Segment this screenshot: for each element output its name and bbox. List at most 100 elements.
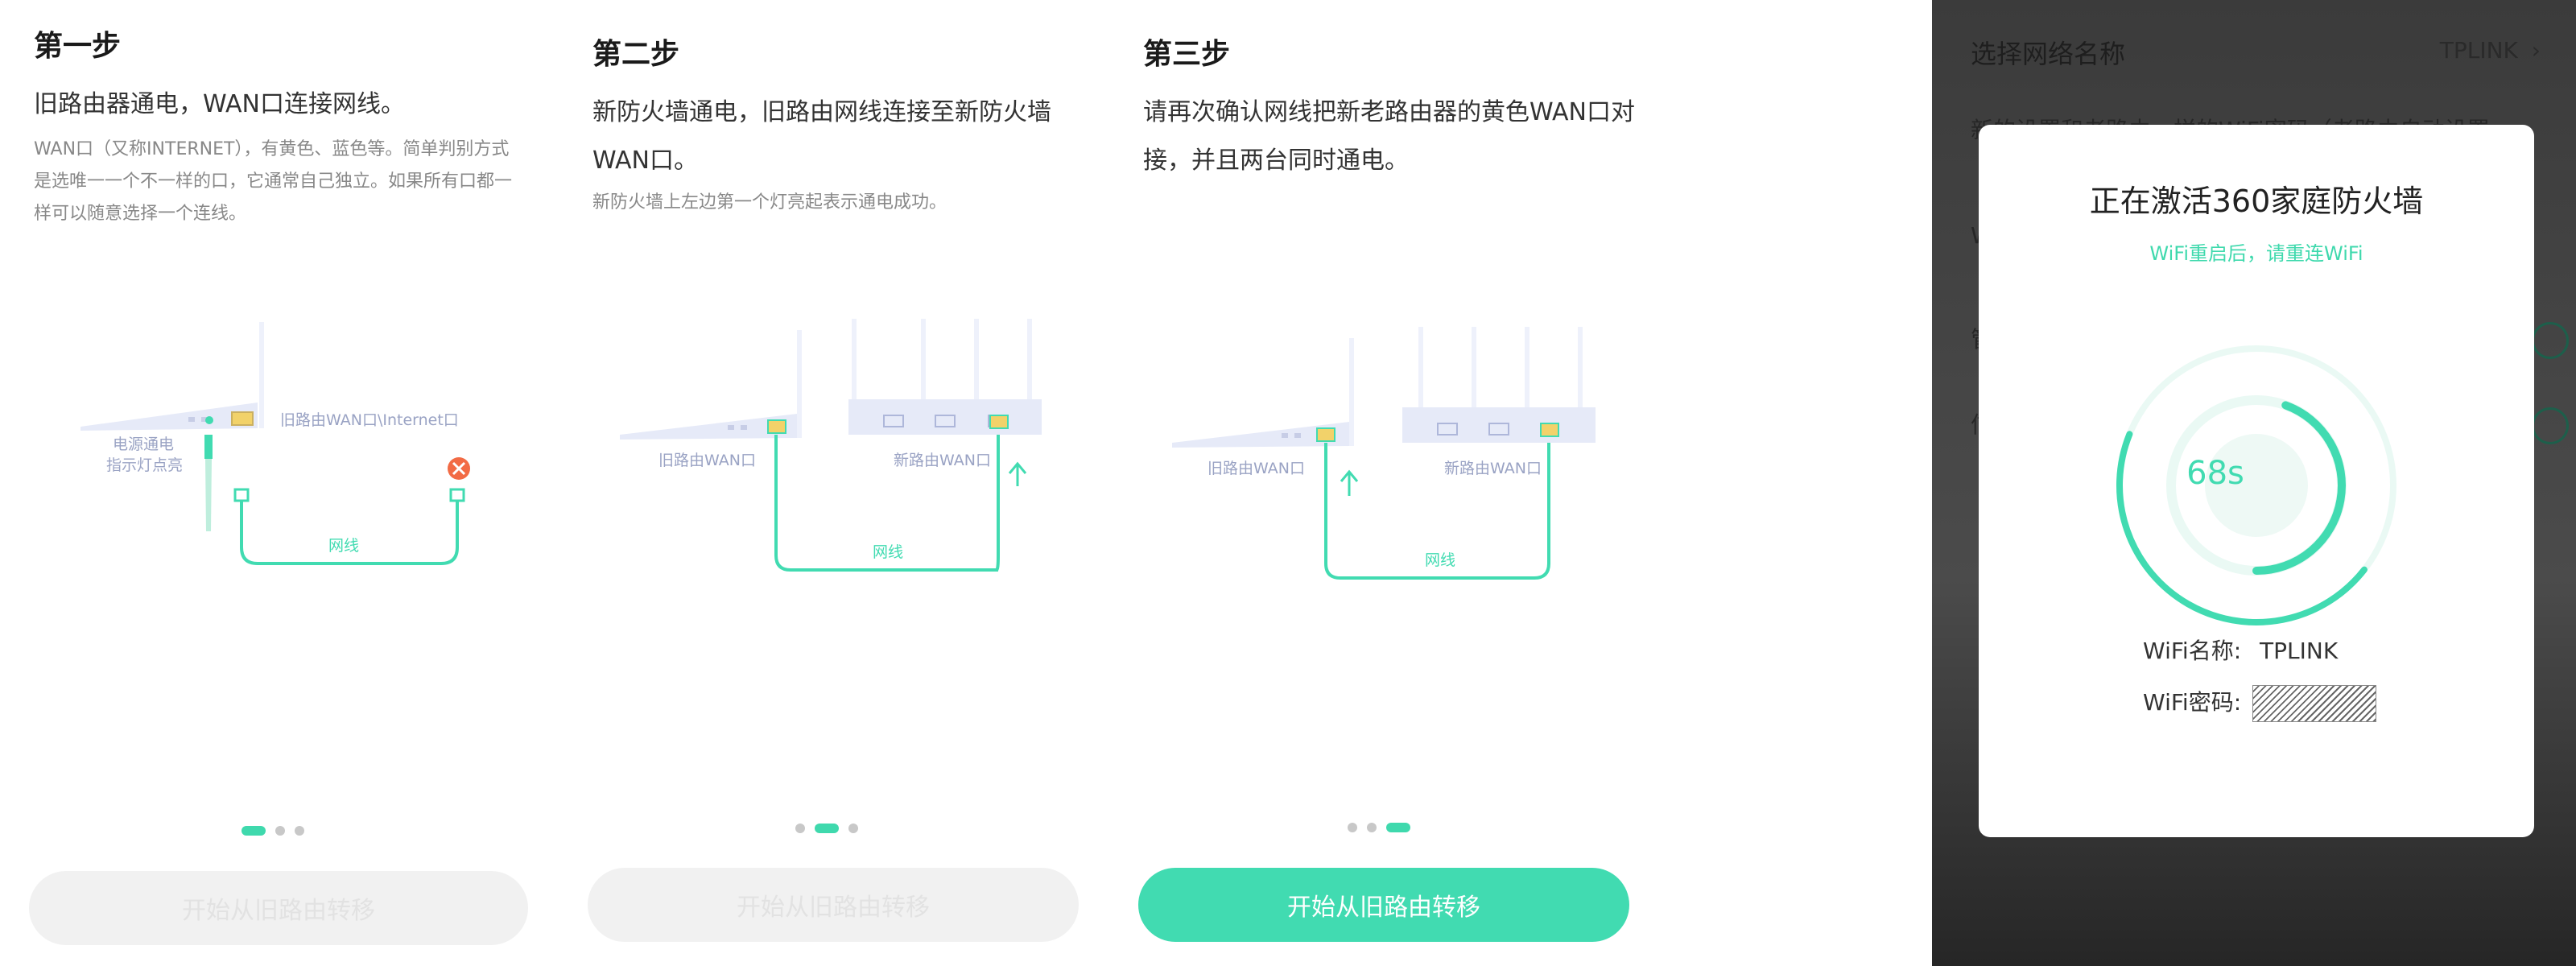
step-three-illustration: 旧路由WAN口 新路由WAN口 网线 [1172,327,1596,580]
cable-plug [449,488,465,502]
new-wan-port [989,415,1009,429]
activation-screen: 选择网络名称 TPLINK › 新的设置和老路由一样的WiFi密码（老路由自动设… [1932,0,2576,966]
background-title: 选择网络名称 [1971,39,2126,69]
wan-label: 旧路由WAN口\Internet口 [280,411,459,429]
router-led [201,417,208,422]
old-wan-label: 旧路由WAN口 [658,452,756,469]
old-wan-label: 旧路由WAN口 [1208,460,1305,477]
cable-line [774,435,1002,572]
step-note: 新防火墙上左边第一个灯亮起表示通电成功。 [592,192,947,213]
step-note-line: WAN口（又称INTERNET），有黄色、蓝色等。简单判别方式 [34,139,510,159]
cable-line [240,501,459,565]
router-antenna [1349,338,1354,446]
old-router-body [620,414,797,440]
router-antenna [1578,327,1583,407]
wifi-name-row: WiFi名称: TPLINK [2143,634,2338,666]
cable-plug [233,488,250,502]
step-three-panel: 第三步 请再次确认网线把新老路由器的黄色WAN口对 接，并且两台同时通电。 旧路… [1103,0,1932,966]
background-toggle [2532,322,2569,359]
dialog-title: 正在激活360家庭防火墙 [2089,184,2424,219]
step-two-panel: 第二步 新防火墙通电，旧路由网线连接至新防火墙 WAN口。 新防火墙上左边第一个… [555,0,1103,966]
background-toggle [2532,407,2569,444]
step-two-illustration: 旧路由WAN口 新路由WAN口 网线 [620,319,1042,572]
old-router-body [80,402,258,431]
old-router-body [1172,422,1349,448]
dialog-subtitle: WiFi重启后，请重连WiFi [2149,242,2363,265]
router-antenna [921,319,926,399]
pagination-dot[interactable] [848,824,858,833]
error-cross [452,461,466,476]
router-antenna [797,330,802,438]
pagination-dot[interactable] [815,824,839,833]
lan-port [1488,423,1509,436]
power-label: 指示灯点亮 [106,456,183,474]
step-title: 第一步 [34,30,122,63]
power-plug [204,435,213,459]
power-label: 电源通电 [113,436,174,453]
step-title: 第三步 [1143,38,1231,71]
start-transfer-button[interactable]: 开始从旧路由转移 [29,871,528,945]
arrow-up-icon [1008,461,1027,486]
wifi-password-mask [2252,685,2376,722]
router-antenna [852,319,857,399]
pagination-dot[interactable] [1367,823,1377,832]
step-description: 请再次确认网线把新老路由器的黄色WAN口对 [1143,98,1635,126]
step-one-panel: 第一步 旧路由器通电，WAN口连接网线。 WAN口（又称INTERNET），有黄… [0,0,555,966]
wifi-name-label: WiFi名称: [2143,638,2242,664]
background-network-value[interactable]: TPLINK › [2440,37,2541,64]
new-wan-port [1540,423,1559,437]
pagination-dot[interactable] [1386,823,1410,832]
cable-line [1324,443,1550,580]
start-transfer-button[interactable]: 开始从旧路由转移 [1138,868,1629,942]
router-antenna [1472,327,1476,407]
power-led [205,416,213,424]
router-antenna [1525,327,1530,407]
router-led [1282,433,1288,438]
countdown-timer: 68s [2186,455,2244,492]
pagination-dots [795,824,858,833]
step-note-line: 样可以随意选择一个连线。 [34,204,247,224]
cable-label: 网线 [873,543,903,561]
ring-inner-progress [2252,401,2346,575]
router-antenna [259,322,264,428]
step-one-illustration: 电源通电 指示灯点亮 旧路由WAN口\Internet口 网线 [80,322,470,565]
wifi-password-label: WiFi密码: [2143,689,2242,716]
step-description: 旧路由器通电，WAN口连接网线。 [34,90,405,118]
lan-port [1437,423,1458,436]
step-description: WAN口。 [592,147,698,175]
wan-port [231,411,254,426]
router-antenna [974,319,979,399]
old-wan-port [767,419,786,434]
new-wan-label: 新路由WAN口 [894,452,991,469]
step-note-line: 是选唯一一个不一样的口，它通常自己独立。如果所有口都一 [34,171,513,192]
pagination-dots [242,826,304,836]
router-led [728,425,734,430]
pagination-dots [1348,823,1410,832]
ring-outer-progress [2116,431,2368,625]
pagination-dot[interactable] [1348,823,1357,832]
router-led [1294,433,1301,438]
router-antenna [1418,327,1423,407]
wifi-name-value: TPLINK [2260,638,2339,664]
step-description: 接，并且两台同时通电。 [1143,147,1409,175]
arrow-up-icon [1340,469,1359,496]
lan-port [883,415,904,427]
wifi-password-row: WiFi密码: [2143,685,2241,717]
old-wan-port [1316,427,1335,442]
pagination-dot[interactable] [242,826,266,836]
step-title: 第二步 [592,38,680,71]
power-cable [205,459,212,531]
router-led [188,417,195,422]
start-transfer-button[interactable]: 开始从旧路由转移 [588,868,1079,942]
step-description: 新防火墙通电，旧路由网线连接至新防火墙 [592,98,1051,126]
pagination-dot[interactable] [295,826,304,836]
chevron-right-icon: › [2531,37,2541,64]
pagination-dot[interactable] [275,826,285,836]
ring-center [2205,434,2308,537]
router-antenna [1027,319,1032,399]
pagination-dot[interactable] [795,824,805,833]
network-name: TPLINK [2439,37,2518,64]
countdown-ring [2116,345,2396,625]
router-led [741,425,747,430]
cable-label: 网线 [1425,551,1455,569]
